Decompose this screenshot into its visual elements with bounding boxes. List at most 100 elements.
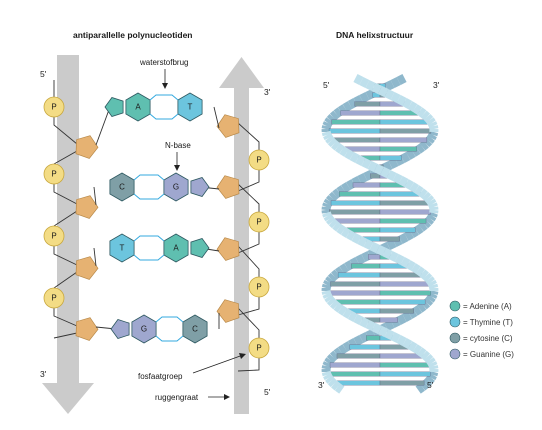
helix-strand-a bbox=[322, 292, 333, 299]
helix-bottom-3prime: 3' bbox=[318, 380, 325, 390]
base-letter: A bbox=[173, 244, 179, 253]
helix-rung bbox=[328, 128, 381, 134]
helix-strand-a bbox=[426, 198, 437, 207]
sugar-pentagon bbox=[75, 195, 99, 219]
legend-swatch-icon bbox=[449, 332, 461, 344]
phosphate-arrowhead bbox=[239, 353, 246, 359]
helix-strand-b bbox=[407, 101, 418, 112]
helix-strand-a bbox=[349, 257, 360, 268]
helix-strand-a bbox=[361, 157, 372, 170]
helix-strand-b bbox=[353, 334, 364, 347]
helix-strand-b bbox=[415, 143, 426, 154]
helix-strand-a bbox=[322, 121, 333, 128]
helix-strand-a bbox=[415, 383, 426, 394]
helix-strand-a bbox=[333, 107, 344, 118]
helix-strand-a bbox=[390, 76, 401, 89]
helix-strand-a bbox=[386, 169, 397, 182]
sugar-group bbox=[75, 114, 240, 341]
phosphate-pointer bbox=[192, 354, 244, 374]
helix-strand-b bbox=[332, 188, 342, 199]
helix-strand-a bbox=[339, 263, 349, 274]
helix-strand-b bbox=[325, 195, 336, 204]
helix-strand-a bbox=[418, 188, 428, 199]
helix-strand-b bbox=[323, 372, 333, 381]
helix-front-strand bbox=[321, 73, 439, 394]
helix-strand-b bbox=[357, 235, 368, 248]
helix-strand-b bbox=[333, 347, 344, 358]
sugar-pentagon bbox=[75, 135, 99, 159]
helix-rung bbox=[370, 173, 381, 179]
hydrogen-bond bbox=[133, 254, 165, 261]
helix-strand-b bbox=[426, 294, 436, 303]
helix-rung bbox=[337, 272, 381, 278]
helix-strand-b bbox=[351, 233, 362, 244]
base-letter: C bbox=[192, 325, 198, 334]
hydrogen-bond-arrowhead bbox=[162, 83, 168, 89]
sugar-pentagon bbox=[75, 317, 99, 341]
helix-strand-a bbox=[428, 365, 439, 370]
helix-strand-b bbox=[428, 290, 439, 295]
helix-strand-a bbox=[404, 179, 414, 190]
helix-strand-a bbox=[334, 143, 345, 154]
hydrogen-bond bbox=[133, 174, 165, 181]
helix-strand-a bbox=[428, 370, 439, 377]
helix-strand-b bbox=[412, 104, 423, 115]
phosphate-circle bbox=[248, 149, 270, 171]
helix-strand-a bbox=[384, 328, 395, 341]
helix-strand-b bbox=[396, 313, 407, 326]
helix-strand-a bbox=[347, 311, 358, 322]
helix-strand-b bbox=[365, 79, 376, 92]
helix-strand-a bbox=[329, 110, 340, 121]
helix-strand-a bbox=[337, 104, 348, 115]
phosphate-symbol: P bbox=[256, 156, 261, 165]
right-strand-5prime: 5' bbox=[264, 387, 271, 397]
helix-strand-b bbox=[422, 137, 433, 148]
helix-strand-b bbox=[394, 253, 405, 266]
helix-strand-b bbox=[427, 121, 438, 128]
helix-strand-a bbox=[422, 377, 433, 388]
helix-strand-b bbox=[334, 383, 345, 394]
helix-strand-a bbox=[414, 224, 424, 235]
helix-strand-b bbox=[402, 98, 413, 109]
helix-strand-b bbox=[332, 221, 342, 232]
helix-top-5prime: 5' bbox=[323, 80, 330, 90]
helix-strand-a bbox=[355, 154, 366, 167]
sugar-pentagon bbox=[216, 299, 240, 323]
helix-strand-a bbox=[396, 334, 407, 347]
helix-rung bbox=[379, 371, 431, 377]
helix-strand-a bbox=[428, 211, 438, 218]
helix-strand-a bbox=[321, 130, 332, 137]
phosphate-symbol: P bbox=[51, 103, 56, 112]
helix-strand-a bbox=[347, 98, 358, 109]
helix-strand-a bbox=[342, 308, 353, 319]
helix-rung bbox=[379, 281, 430, 287]
phosphate-circle bbox=[248, 337, 270, 359]
helix-strand-b bbox=[422, 272, 433, 283]
helix-strand-b bbox=[388, 250, 399, 263]
helix-strand-a bbox=[321, 283, 332, 290]
helix-strand-b bbox=[327, 377, 338, 388]
legend-label: = Thymine (T) bbox=[463, 318, 513, 327]
helix-strand-b bbox=[402, 311, 413, 322]
helix-back-strand bbox=[321, 73, 439, 394]
helix-strand-a bbox=[329, 299, 340, 310]
helix-strand-b bbox=[371, 82, 382, 95]
helix-strand-a bbox=[326, 296, 337, 307]
phosphate-symbol: P bbox=[256, 344, 261, 353]
helix-rung bbox=[329, 362, 381, 368]
backbone-arrowhead bbox=[224, 394, 230, 400]
base-ring bbox=[190, 177, 210, 197]
helix-rung bbox=[368, 254, 381, 260]
helix-strand-b bbox=[325, 216, 336, 225]
phosphate-symbol: P bbox=[256, 283, 261, 292]
helix-strand-b bbox=[321, 365, 332, 370]
helix-rung bbox=[379, 119, 429, 125]
helix-strand-a bbox=[344, 260, 355, 271]
helix-strand-a bbox=[380, 166, 391, 179]
helix-strand-b bbox=[411, 263, 421, 274]
helix-top-3prime: 3' bbox=[433, 80, 440, 90]
helix-strand-a bbox=[365, 319, 376, 332]
helix-rung bbox=[335, 380, 381, 386]
